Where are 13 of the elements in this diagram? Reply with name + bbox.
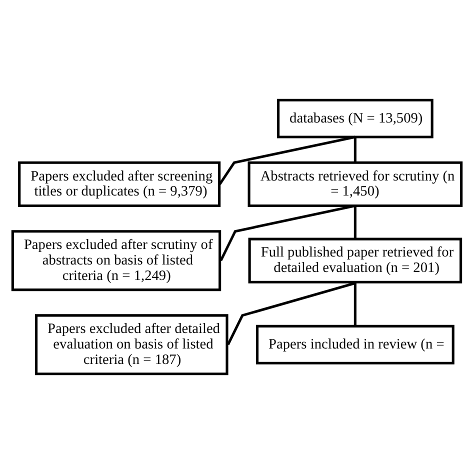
node-box: Full published paper retrieved for detailed evaluation (n = 201) <box>248 238 462 284</box>
connector <box>354 282 356 326</box>
connector <box>220 204 356 262</box>
node-box: Papers excluded after detailed evaluation on basis of listed criteria (n = 187) <box>34 314 228 376</box>
connector <box>226 282 356 346</box>
node-box: Papers excluded after scrutiny of abstracts on basis of listed criteria (n = 1,249) <box>11 230 222 292</box>
connector <box>218 136 356 185</box>
node-box: Papers excluded after screening titles or duplicates (n = 9,379) <box>18 161 221 207</box>
connector <box>354 137 356 162</box>
node-box: databases (N = 13,509) <box>277 98 434 138</box>
node-box: Abstracts retrieved for scrutiny (n = 1,450) <box>248 161 463 207</box>
node-box: Papers included in review (n = <box>256 324 454 364</box>
connector <box>354 206 356 239</box>
